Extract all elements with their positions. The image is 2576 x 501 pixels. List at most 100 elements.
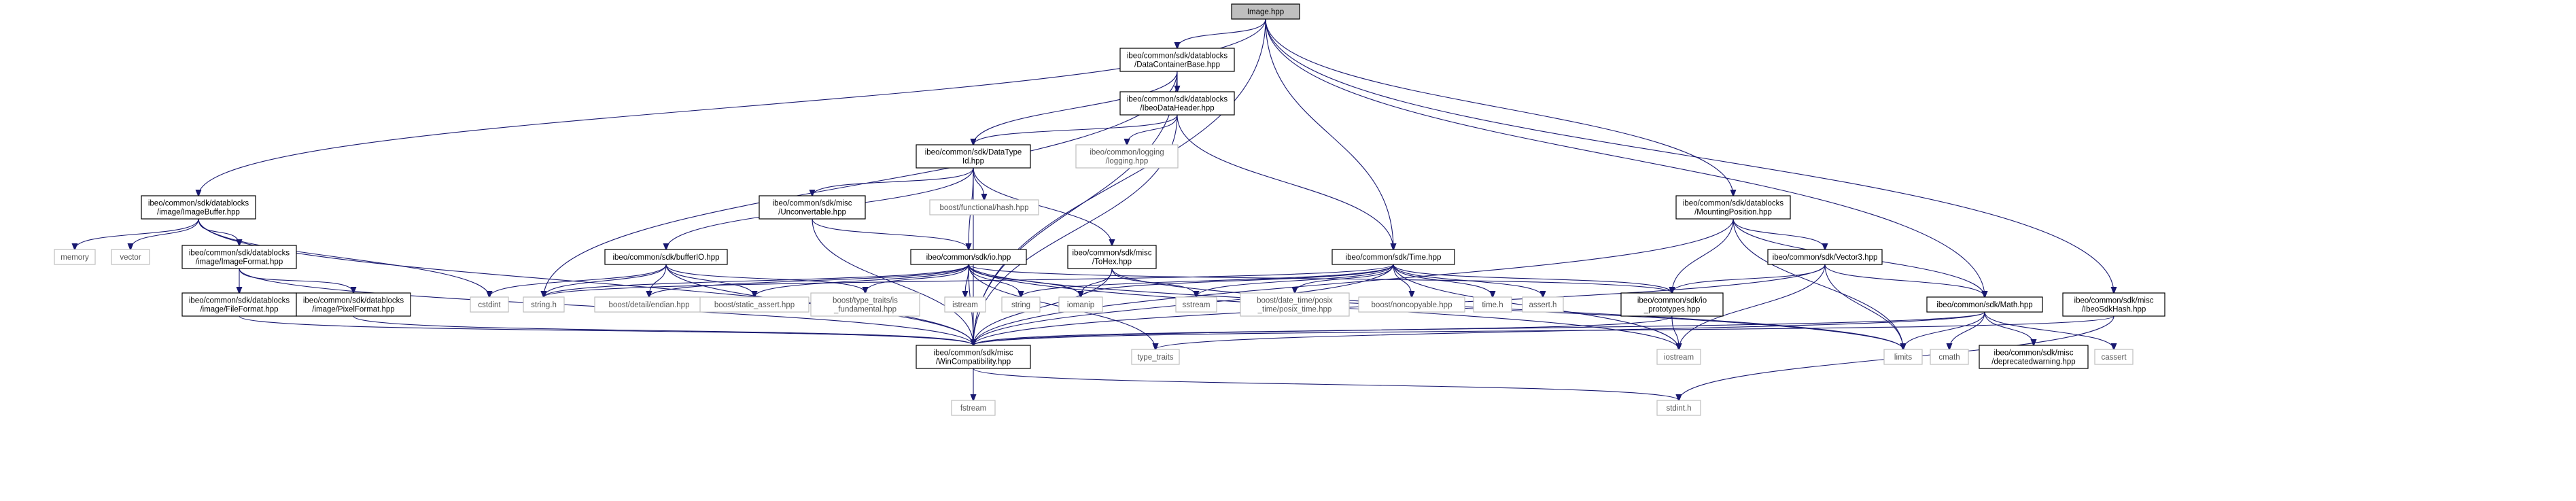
node-box: [929, 199, 1039, 215]
node-label: /MountingPosition.hpp: [1694, 209, 1772, 217]
node-mounting-position[interactable]: ibeo/common/sdk/datablocks/MountingPosit…: [1675, 195, 1791, 220]
node-label: ibeo/common/sdk/Math.hpp: [1936, 301, 2032, 309]
edge-image-buffer-to-win-compat: [198, 218, 973, 345]
node-unconvertable[interactable]: ibeo/common/sdk/misc/Unconvertable.hpp: [759, 195, 866, 220]
node-fstream: fstream: [951, 400, 996, 416]
node-label: stdint.h: [1666, 404, 1691, 413]
edge-buffer-io-to-cstdint: [489, 264, 667, 297]
edge-to-hex-to-win-compat: [973, 268, 1113, 345]
node-label: cassert: [2101, 353, 2127, 362]
edge-vector3-to-io-prototypes: [1672, 264, 1826, 293]
node-time-h: time.h: [1473, 296, 1512, 313]
edge-time-hpp-to-sstream: [1196, 264, 1394, 297]
node-label: /logging.hpp: [1106, 158, 1149, 166]
node-image-hpp[interactable]: Image.hpp: [1231, 3, 1300, 20]
node-label: iostream: [1664, 353, 1694, 362]
node-vector3[interactable]: ibeo/common/sdk/Vector3.hpp: [1767, 249, 1883, 265]
node-label: vector: [120, 254, 141, 262]
node-box: [1883, 349, 1923, 365]
node-istream: istream: [944, 296, 986, 313]
node-label: ibeo/common/sdk/datablocks: [189, 297, 290, 305]
node-box: [1119, 91, 1235, 116]
node-label: /image/PixelFormat.hpp: [312, 306, 394, 314]
node-ibeo-sdk-hash[interactable]: ibeo/common/sdk/misc/IbeoSdkHash.hpp: [2062, 292, 2165, 317]
node-box: [1331, 249, 1455, 265]
node-math-hpp[interactable]: ibeo/common/sdk/Math.hpp: [1926, 296, 2043, 313]
node-box: [910, 249, 1027, 265]
node-box: [1767, 249, 1883, 265]
node-type-traits-fund: boost/type_traits/is_fundamental.hpp: [810, 292, 920, 317]
node-box: [523, 296, 565, 313]
node-box: [1926, 296, 2043, 313]
node-image-buffer[interactable]: ibeo/common/sdk/datablocks/image/ImageBu…: [141, 195, 256, 220]
node-label: /deprecatedwarning.hpp: [1991, 358, 2075, 366]
edge-image-hpp-to-image-buffer: [198, 18, 1266, 196]
node-label: /Unconvertable.hpp: [778, 209, 846, 217]
node-box: [470, 296, 509, 313]
node-label: ibeo/common/sdk/misc: [934, 349, 1013, 358]
edge-image-hpp-to-mounting-position: [1265, 18, 1733, 196]
node-label: time.h: [1482, 301, 1503, 309]
node-image-format[interactable]: ibeo/common/sdk/datablocks/image/ImageFo…: [181, 245, 297, 269]
node-box: [111, 249, 150, 265]
node-label: _prototypes.hpp: [1643, 306, 1700, 314]
node-to-hex[interactable]: ibeo/common/sdk/misc/ToHex.hpp: [1067, 245, 1157, 269]
edge-math-hpp-to-limits: [1903, 311, 1985, 349]
node-label: ibeo/common/sdk/io.hpp: [926, 254, 1011, 262]
edge-image-format-to-pixel-format: [239, 268, 353, 293]
node-box: [1620, 292, 1724, 317]
node-label: ibeo/common/sdk/datablocks: [303, 297, 404, 305]
node-ibeo-data-header[interactable]: ibeo/common/sdk/datablocks/IbeoDataHeade…: [1119, 91, 1235, 116]
node-pixel-format[interactable]: ibeo/common/sdk/datablocks/image/PixelFo…: [296, 292, 411, 317]
edge-mounting-position-to-win-compat: [973, 218, 1734, 345]
node-label: ibeo/common/sdk/datablocks: [1683, 200, 1784, 208]
node-label: string.h: [531, 301, 557, 309]
edge-ibeo-data-header-to-data-type-id: [973, 114, 1178, 145]
node-box: [759, 195, 866, 220]
node-limits: limits: [1883, 349, 1923, 365]
edge-time-hpp-to-iomanip: [1081, 264, 1394, 297]
edge-time-hpp-to-assert-h: [1393, 264, 1543, 297]
node-label: /IbeoDataHeader.hpp: [1140, 105, 1214, 113]
node-label: _time/posix_time.hpp: [1257, 306, 1332, 314]
edge-to-hex-to-iomanip: [1081, 268, 1113, 297]
edge-time-hpp-to-string: [1021, 264, 1394, 297]
node-box: [2062, 292, 2165, 317]
node-file-format[interactable]: ibeo/common/sdk/datablocks/image/FileFor…: [181, 292, 297, 317]
node-label: ibeo/common/sdk/misc: [2074, 297, 2154, 305]
node-box: [1930, 349, 1969, 365]
node-label: ibeo/common/sdk/misc: [773, 200, 852, 208]
edge-time-hpp-to-posix-time: [1295, 264, 1394, 293]
edge-buffer-io-to-string-h: [544, 264, 667, 297]
node-deprecated-warning[interactable]: ibeo/common/sdk/misc/deprecatedwarning.h…: [1979, 345, 2089, 369]
edge-io-hpp-to-string-h: [544, 264, 969, 297]
node-win-compat[interactable]: ibeo/common/sdk/misc/WinCompatibility.hp…: [916, 345, 1031, 369]
node-label: sstream: [1183, 301, 1211, 309]
node-label: cstdint: [478, 301, 501, 309]
node-label: /WinCompatibility.hpp: [936, 358, 1011, 366]
edge-vector3-to-math-hpp: [1824, 264, 1985, 297]
edge-ibeo-data-header-to-time-hpp: [1177, 114, 1393, 249]
node-label: ibeo/common/sdk/Time.hpp: [1346, 254, 1442, 262]
node-label: /DataContainerBase.hpp: [1134, 61, 1220, 69]
edge-pixel-format-to-win-compat: [353, 315, 973, 345]
edge-unconvertable-to-io-hpp: [812, 218, 969, 249]
node-data-container-base[interactable]: ibeo/common/sdk/datablocks/DataContainer…: [1119, 48, 1235, 72]
node-label: ibeo/common/sdk/bufferIO.hpp: [612, 254, 719, 262]
node-box: [1001, 296, 1041, 313]
node-buffer-io[interactable]: ibeo/common/sdk/bufferIO.hpp: [604, 249, 728, 265]
node-io-hpp[interactable]: ibeo/common/sdk/io.hpp: [910, 249, 1027, 265]
edge-ibeo-data-header-to-logging: [1127, 114, 1178, 145]
edge-data-type-id-to-unconvertable: [812, 167, 974, 196]
node-box: [1522, 296, 1564, 313]
node-io-prototypes[interactable]: ibeo/common/sdk/io_prototypes.hpp: [1620, 292, 1724, 317]
node-logging: ibeo/common/logging/logging.hpp: [1075, 144, 1179, 169]
node-box: [181, 292, 297, 317]
node-cassert: cassert: [2094, 349, 2134, 365]
edge-time-hpp-to-string-h: [544, 264, 1394, 297]
node-box: [1656, 349, 1701, 365]
edge-image-buffer-to-memory: [75, 218, 199, 249]
node-label: boost/date_time/posix: [1257, 297, 1333, 305]
node-time-hpp[interactable]: ibeo/common/sdk/Time.hpp: [1331, 249, 1455, 265]
